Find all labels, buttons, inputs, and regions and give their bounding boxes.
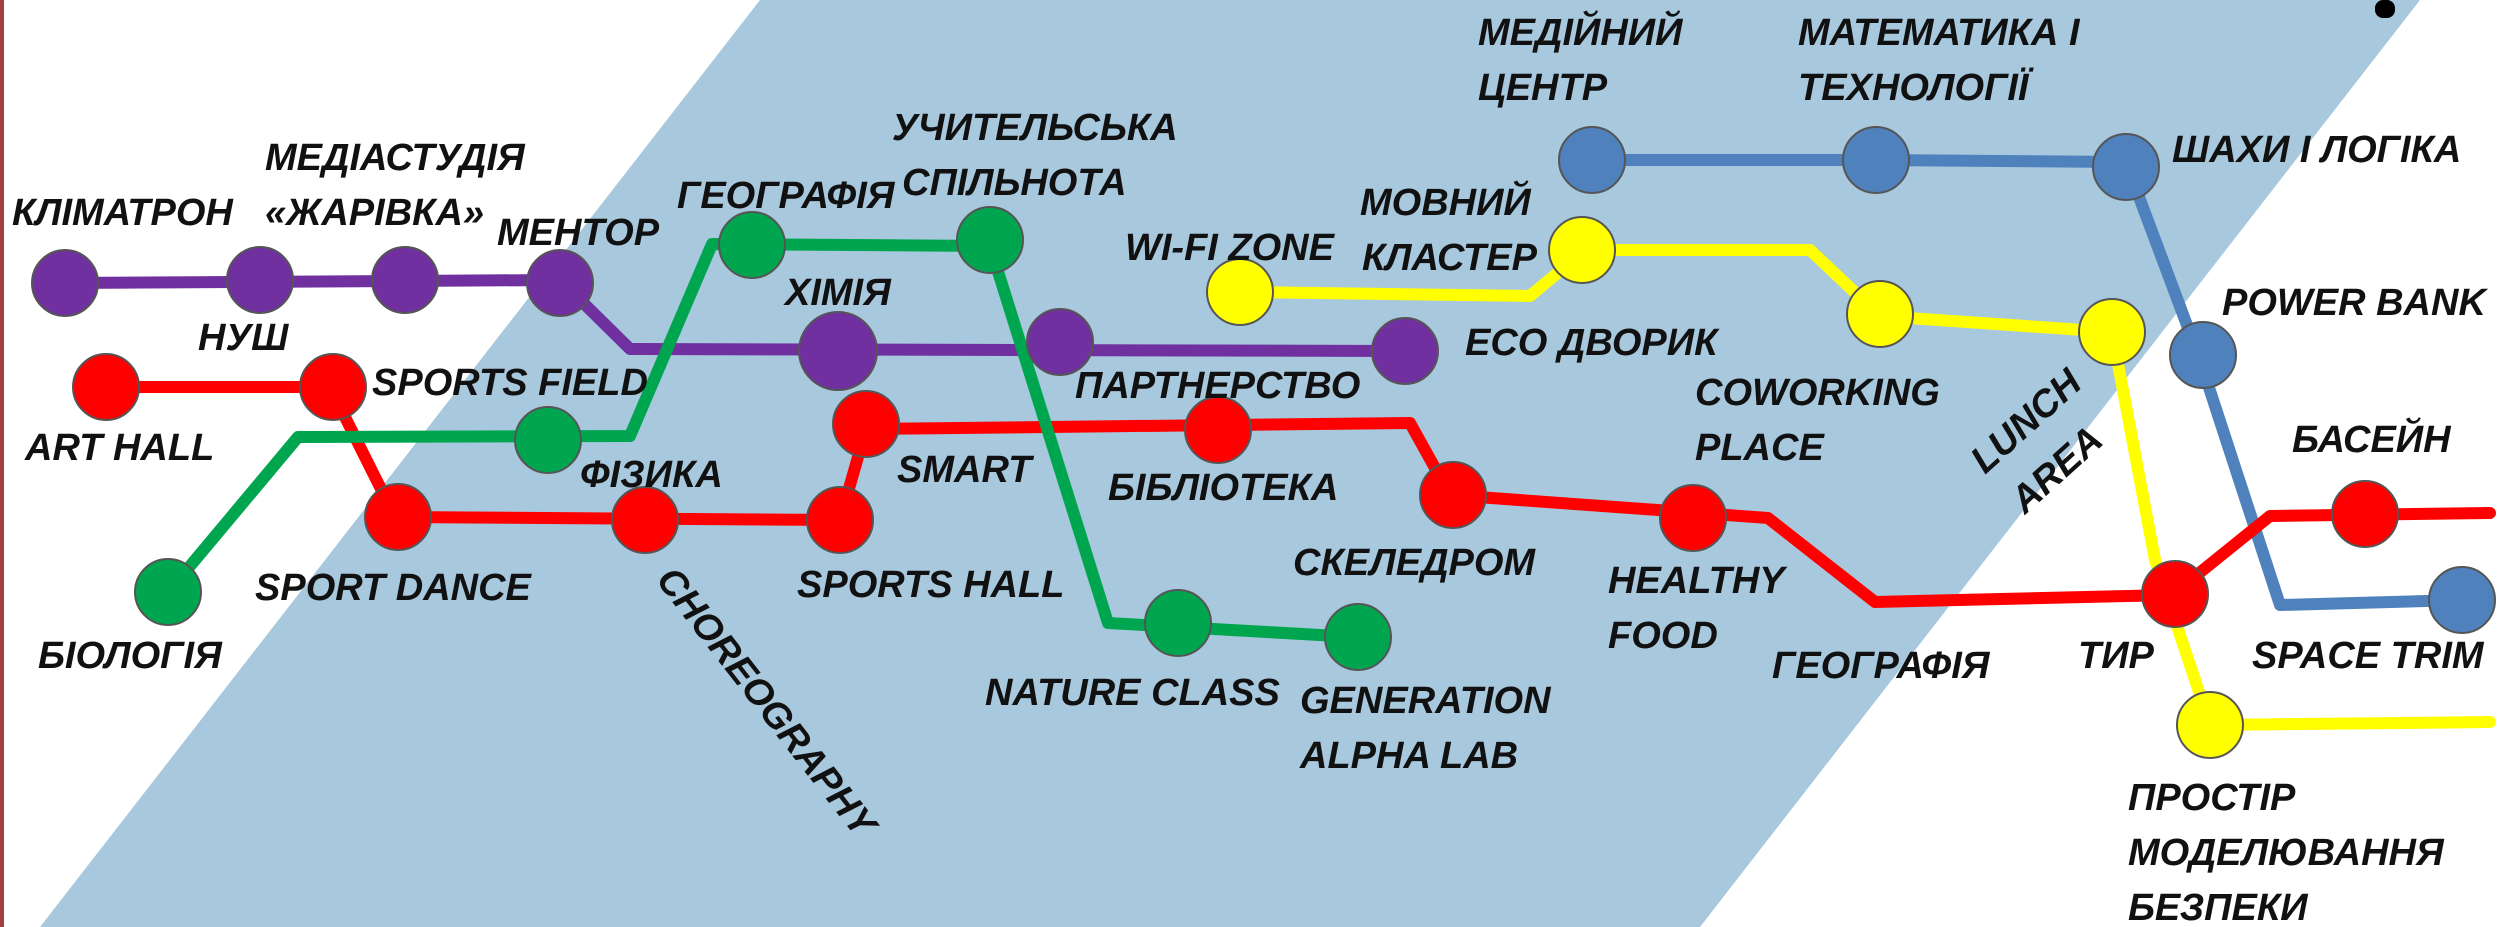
label-teachers-1: УЧИТЕЛЬСЬКА [892, 107, 1178, 149]
label-climbing: СКЕЛЕДРОМ [1293, 542, 1536, 584]
station-shooting [2141, 560, 2209, 628]
station-wifi-zone [1206, 258, 1274, 326]
label-art-hall: ART HALL [24, 427, 214, 469]
station-art-hall [72, 353, 140, 421]
station-healthy-food [1659, 484, 1727, 552]
label-safety-1: ПРОСТІР [2128, 777, 2296, 819]
station-partnership [1026, 308, 1094, 376]
label-smart: SMART [897, 449, 1034, 491]
station-sports-hall [806, 486, 874, 554]
station-media-center [1558, 126, 1626, 194]
label-power-bank: POWER BANK [2222, 282, 2488, 324]
label-sports-field: SPORTS FIELD [372, 362, 648, 404]
station-sport-dance [364, 483, 432, 551]
label-generation-1: GENERATION [1300, 680, 1552, 722]
station-smart [832, 390, 900, 458]
station-choreography [611, 486, 679, 554]
station-nature-class [1144, 589, 1212, 657]
station-mediastudio [371, 246, 439, 314]
label-nature-class: NATURE CLASS [985, 672, 1280, 714]
station-library [1184, 396, 1252, 464]
label-library: БІБЛІОТЕКА [1108, 467, 1338, 509]
label-generation-2: ALPHA LAB [1299, 735, 1518, 777]
label-physics: ФІЗИКА [580, 454, 723, 496]
label-nush: НУШ [198, 317, 289, 359]
station-math-tech [1842, 126, 1910, 194]
label-coworking-1: COWORKING [1695, 372, 1940, 414]
label-media-center-1: МЕДІЙНИЙ [1478, 9, 1683, 54]
diagonal-band [40, 0, 2420, 927]
label-mediastudio-1: МЕДІАСТУДІЯ [265, 137, 526, 179]
blue-line [1586, 154, 2468, 611]
label-sports-hall: SPORTS HALL [797, 564, 1064, 606]
label-chemistry: ХІМІЯ [783, 272, 892, 314]
label-safety-2: МОДЕЛЮВАННЯ [2128, 832, 2445, 874]
label-pool: БАСЕЙН [2292, 416, 2452, 461]
label-language-2: КЛАСТЕР [1362, 237, 1538, 279]
station-coworking [1846, 280, 1914, 348]
label-coworking-2: PLACE [1695, 427, 1825, 469]
station-biology [134, 558, 202, 626]
label-shooting: ТИР [2078, 635, 2155, 677]
label-media-center-2: ЦЕНТР [1478, 67, 1608, 109]
label-mentor: МЕНТОР [497, 212, 660, 254]
station-chemistry [798, 311, 878, 391]
station-nush [226, 246, 294, 314]
station-language-cluster [1548, 216, 1616, 284]
label-biology: БІОЛОГІЯ [38, 635, 223, 677]
label-wifi-zone: WI-FI ZONE [1125, 227, 1336, 269]
station-generation-alpha [1324, 603, 1392, 671]
station-geography [718, 211, 786, 279]
label-geography-bottom: ГЕОГРАФІЯ [1772, 645, 1991, 687]
station-teachers [956, 206, 1024, 274]
label-klimatron: КЛІМАТРОН [12, 192, 234, 234]
station-klimatron [31, 249, 99, 317]
label-partnership: ПАРТНЕРСТВО [1075, 365, 1360, 407]
label-safety-3: БЕЗПЕКИ [2128, 887, 2308, 927]
label-teachers-2: СПІЛЬНОТА [902, 162, 1127, 204]
station-mentor [526, 249, 594, 317]
station-space-trim [2428, 566, 2496, 634]
station-pool [2331, 480, 2399, 548]
label-math-tech-1: МАТЕМАТИКА І [1798, 12, 2081, 54]
label-language-1: МОВНИЙ [1360, 179, 1531, 224]
station-eco-yard [1371, 317, 1439, 385]
label-mediastudio-2: «ЖАРІВКА» [265, 192, 484, 234]
label-space-trim: SPACE TRIM [2252, 635, 2485, 677]
station-physics [514, 406, 582, 474]
label-healthy-2: FOOD [1608, 615, 1718, 657]
station-safety-space [2176, 691, 2244, 759]
label-math-tech-2: ТЕХНОЛОГІЇ [1798, 66, 2034, 109]
corner-mark [2375, 0, 2395, 18]
green-line [164, 238, 1361, 643]
station-sports-field [299, 353, 367, 421]
station-power-bank [2169, 321, 2237, 389]
label-chess: ШАХИ І ЛОГІКА [2172, 129, 2461, 171]
station-lunch-area [2078, 298, 2146, 366]
station-climbing [1419, 461, 1487, 529]
label-sport-dance: SPORT DANCE [255, 567, 533, 609]
label-healthy-1: HEALTHY [1608, 560, 1788, 602]
label-eco-yard: ECO ДВОРИК [1465, 322, 1720, 364]
label-geography-top: ГЕОГРАФІЯ [677, 175, 896, 217]
station-chess [2092, 133, 2160, 201]
